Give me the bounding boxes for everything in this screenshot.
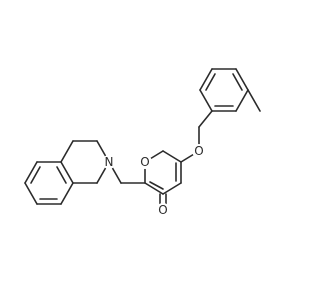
bond	[198, 110, 213, 128]
atom-label-ether-oxygen: O	[192, 144, 206, 158]
bond	[199, 68, 213, 91]
atom-label-carbonyl-oxygen: O	[156, 203, 170, 217]
ring-oxygen-label: O	[140, 155, 149, 169]
atom-label-ring-oxygen: O	[138, 155, 152, 169]
molecule-structure: O O O N	[24, 68, 261, 217]
bond	[199, 89, 213, 112]
pyranone-ring	[144, 150, 182, 195]
carbonyl-oxygen-label: O	[158, 203, 167, 217]
bond	[60, 182, 74, 205]
methylbenzene-ring	[199, 68, 261, 112]
piperidine-ring	[60, 140, 110, 184]
double-bond-inner	[232, 73, 243, 91]
double-bond-inner	[149, 181, 164, 190]
bond	[60, 140, 74, 163]
bond	[60, 161, 74, 184]
amine-nitrogen-label: N	[105, 155, 114, 169]
bond	[235, 89, 249, 112]
double-bond-inner	[30, 166, 41, 184]
methyl-bond	[247, 89, 261, 112]
bond	[24, 161, 38, 184]
bond	[162, 182, 182, 195]
structure-canvas: O O O N	[24, 68, 261, 217]
double-bond-inner	[205, 73, 216, 91]
bond	[162, 150, 182, 163]
double-bond-inner	[56, 166, 67, 184]
bond	[144, 182, 164, 195]
bond	[235, 68, 249, 91]
ether-oxygen-label: O	[194, 144, 203, 158]
bond	[24, 182, 38, 205]
atom-label-amine-nitrogen: N	[102, 155, 116, 169]
benzene-ring-left	[24, 161, 74, 205]
